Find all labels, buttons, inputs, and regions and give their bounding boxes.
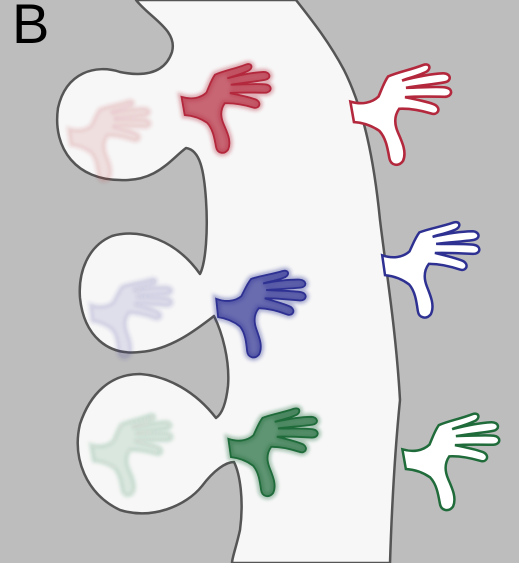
panel-letter: B bbox=[12, 0, 49, 52]
